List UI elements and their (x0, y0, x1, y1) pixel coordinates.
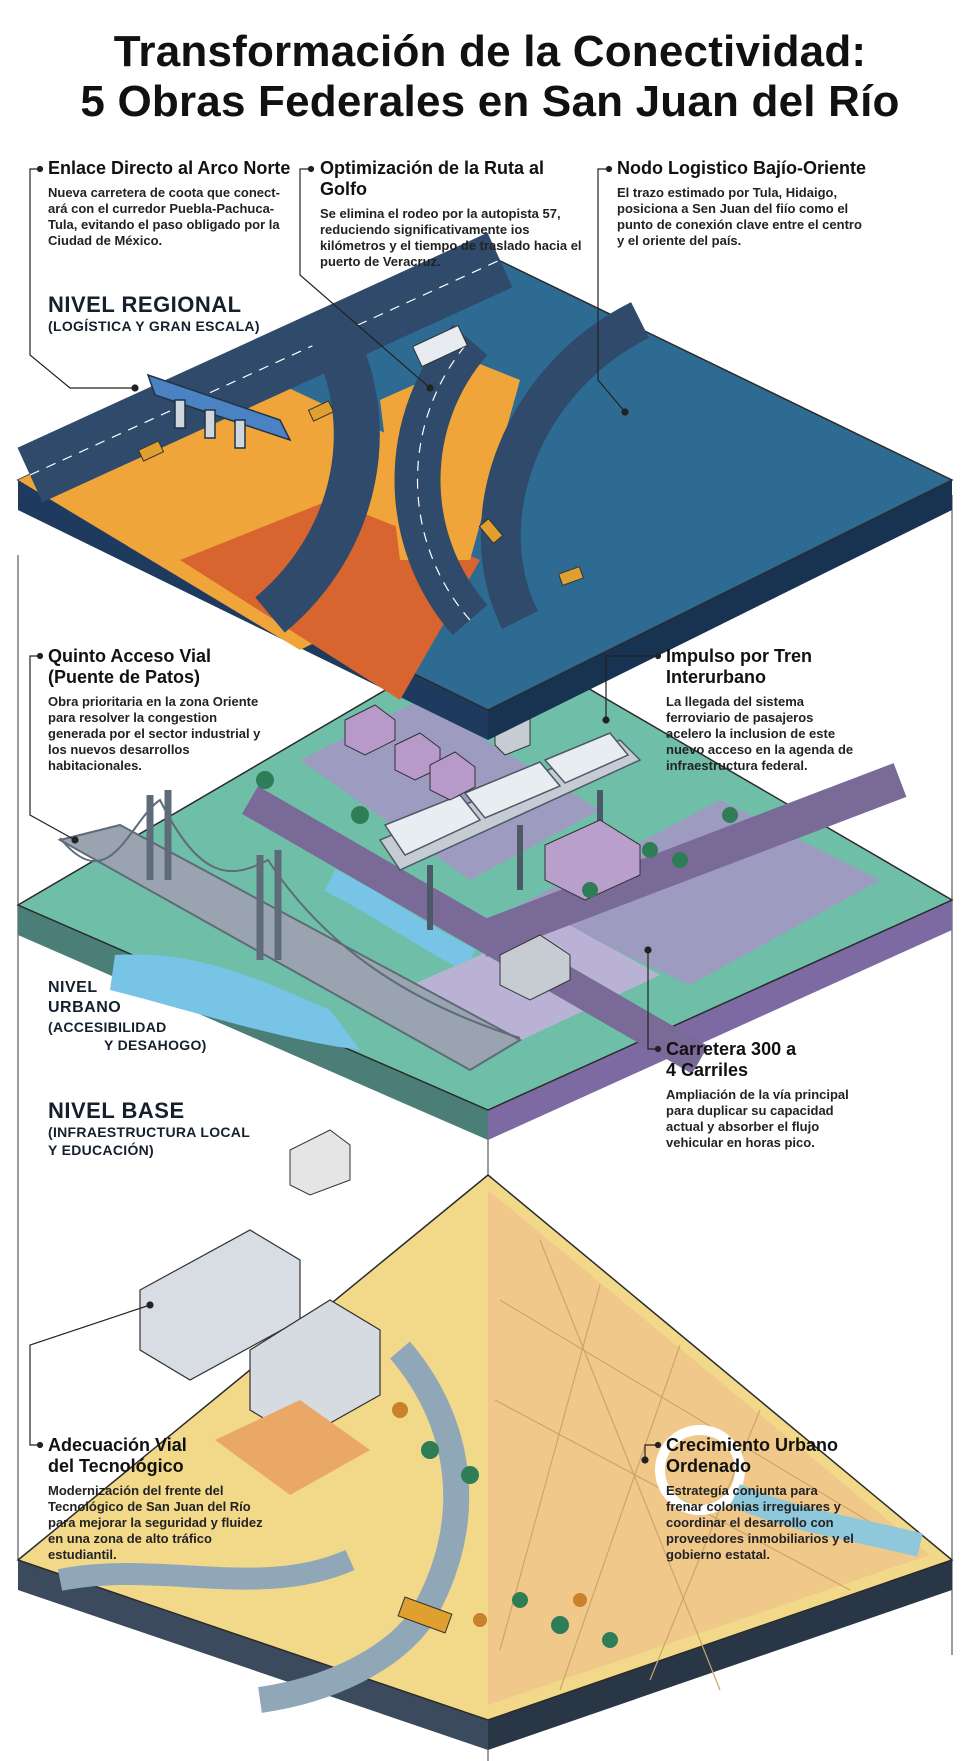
level-urbano-name-2: URBANO (48, 999, 122, 1016)
annotation-arco-norte-text: Nueva carretera de coota que conect-ará … (48, 185, 280, 248)
annotation-crecimiento-text: Estrategía conjunta para frenar colonias… (666, 1483, 854, 1562)
annotation-quinto-acceso: Quinto Acceso Vial (Puente de Patos) Obr… (48, 646, 263, 774)
annotation-arco-norte-title: Enlace Directo al Arco Norte (48, 158, 291, 178)
level-regional-sub: (LOGÍSTICA Y GRAN ESCALA) (48, 318, 260, 334)
annotation-carretera-300-title-1: Carretera 300 a (666, 1039, 797, 1059)
urban-level-slab (16, 629, 954, 1140)
annotation-carretera-300-title-2: 4 Carriles (666, 1060, 749, 1080)
annotation-ruta-golfo: Optimización de la Ruta al Golfo Se elim… (320, 158, 590, 270)
level-base-name: NIVEL BASE (48, 1098, 185, 1123)
annotation-tecnologico: Adecuación Vial del Tecnológico Moderniz… (48, 1435, 268, 1563)
annotation-quinto-acceso-title-1: Quinto Acceso Vial (48, 646, 212, 666)
annotation-tren-title-2: Interurbano (666, 667, 767, 687)
level-base-sub-2: Y EDUCACIÓN) (48, 1142, 155, 1158)
annotation-nodo-logistico: Nodo Logistico Bajío-Oriente El trazo es… (617, 158, 867, 249)
annotation-crecimiento-title-2: Ordenado (666, 1456, 752, 1476)
annotation-nodo-logistico-text: El trazo estimado por Tula, Hidaigo, pos… (617, 185, 862, 248)
annotation-ruta-golfo-text: Se elimina el rodeo por la autopista 57,… (320, 206, 582, 269)
annotation-arco-norte: Enlace Directo al Arco Norte Nueva carre… (48, 158, 298, 249)
toll-booth (146, 373, 292, 449)
annotation-carretera-300-text: Ampliación de la vía principal para dupl… (666, 1087, 849, 1150)
level-urbano-sub-1: (ACCESIBILIDAD (48, 1019, 167, 1035)
annotation-tecnologico-text: Modernización del frente del Tecnológico… (48, 1483, 263, 1562)
annotation-tren-interurbano: Impulso por Tren Interurbano La llegada … (666, 646, 861, 774)
level-label-regional: NIVEL REGIONAL (LOGÍSTICA Y GRAN ESCALA) (48, 292, 260, 335)
suspension-bridge (57, 790, 523, 1072)
annotation-tecnologico-title-1: Adecuación Vial (48, 1435, 187, 1455)
leader-lines (29, 165, 662, 1464)
annotation-quinto-acceso-title-2: (Puente de Patos) (48, 667, 201, 687)
level-label-base: NIVEL BASE (INFRAESTRUCTURA LOCAL Y EDUC… (48, 1098, 250, 1159)
annotation-tren-text: La llegada del sistema ferroviario de pa… (666, 694, 854, 773)
level-label-urbano: NIVEL URBANO (ACCESIBILIDAD Y DESAHOGO) (48, 978, 207, 1054)
annotation-quinto-acceso-text: Obra prioritaria en la zona Oriente para… (48, 694, 261, 773)
annotation-carretera-300: Carretera 300 a 4 Carriles Ampliación de… (666, 1039, 851, 1151)
annotation-ruta-golfo-title: Optimización de la Ruta al Golfo (320, 158, 545, 199)
annotation-tren-title-1: Impulso por Tren (666, 646, 813, 666)
annotation-crecimiento-title-1: Crecimiento Urbano (666, 1435, 839, 1455)
annotation-nodo-logistico-title: Nodo Logistico Bajío-Oriente (617, 158, 867, 178)
elevated-train (378, 732, 642, 930)
level-regional-name: NIVEL REGIONAL (48, 292, 242, 317)
level-urbano-sub-2: Y DESAHOGO) (104, 1037, 207, 1053)
regional-level-slab (16, 232, 954, 740)
annotation-crecimiento-urbano: Crecimiento Urbano Ordenado Estrategía c… (666, 1435, 856, 1563)
level-urbano-name-1: NIVEL (48, 979, 98, 996)
annotation-tecnologico-title-2: del Tecnológico (48, 1456, 184, 1476)
level-base-sub-1: (INFRAESTRUCTURA LOCAL (48, 1124, 251, 1140)
title-line-2: 5 Obras Federales en San Juan del Río (80, 77, 900, 126)
base-level-slab (16, 1129, 954, 1750)
title-line-1: Transformación de la Conectividad: (113, 27, 867, 76)
